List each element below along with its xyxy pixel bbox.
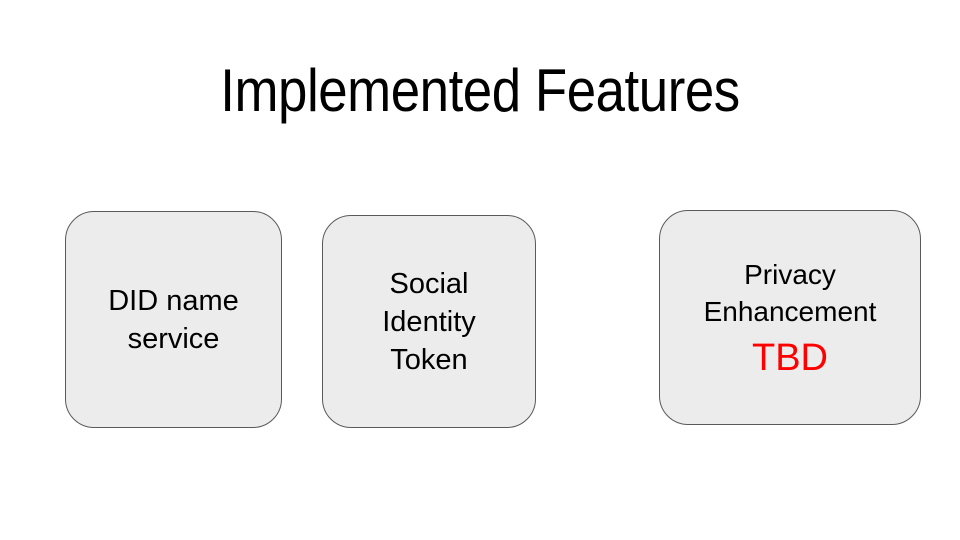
feature-card-line: Identity: [382, 305, 476, 338]
status-badge-tbd: TBD: [752, 336, 828, 379]
feature-card-line: service: [127, 322, 220, 355]
feature-card-line: Privacy: [744, 258, 836, 290]
page-title: Implemented Features: [220, 57, 740, 124]
feature-card-line: Social: [389, 267, 469, 300]
feature-card-privacy-enhancement[interactable]: Privacy Enhancement TBD: [659, 210, 921, 425]
feature-card-did-name-service[interactable]: DID name service: [65, 211, 282, 428]
feature-card-line: Enhancement: [703, 295, 877, 327]
feature-card-line: Token: [390, 343, 468, 376]
feature-card-line: DID name: [108, 284, 239, 317]
feature-card-social-identity-token[interactable]: Social Identity Token: [322, 215, 536, 428]
